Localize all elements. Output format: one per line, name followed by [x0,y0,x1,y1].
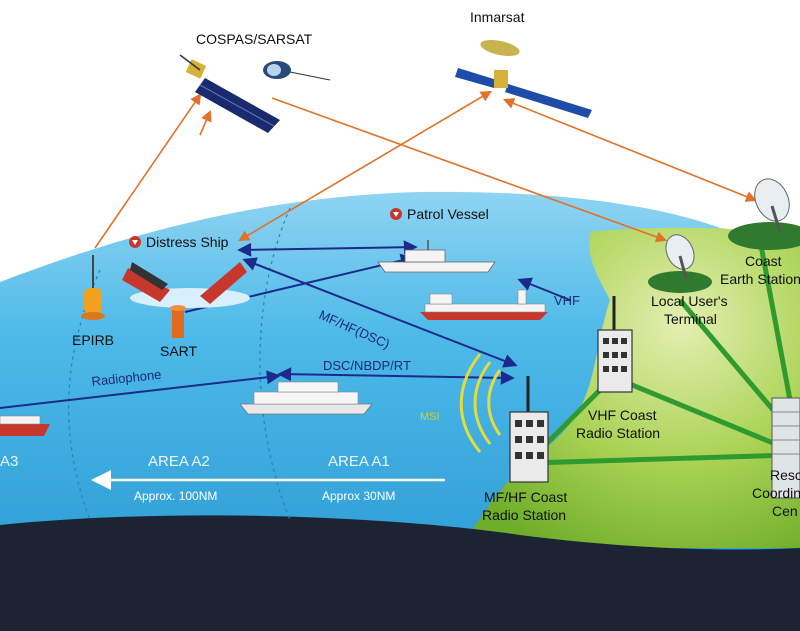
inmarsat-satellite-icon [455,39,592,118]
label-distress-ship: Distress Ship [146,234,229,250]
cargo-ship-icon [420,289,548,320]
vhf-tower-icon [597,296,633,393]
epirb-buoy-icon [81,255,105,320]
sart-icon [170,305,186,338]
dark-bottom-band [0,515,800,631]
label-vhf: VHF [554,293,580,308]
label-area-a2: AREA A2 [148,453,210,470]
warning-icon [129,236,141,248]
label-msi: MSI [420,411,440,423]
label-approx-30nm: Approx 30NM [322,489,395,503]
patrol-vessel-ship-icon [377,240,496,273]
passenger-ship-icon [239,381,373,415]
label-approx-100nm: Approx. 100NM [134,489,217,503]
label-area-a1: AREA A1 [328,453,390,470]
label-local-user-line1: Local User's [651,293,728,309]
mfhf-tower-icon [509,376,549,483]
label-local-user-line2: Terminal [664,311,717,327]
cospas-satellite-icon [179,54,331,133]
local-user-terminal-dish-icon [648,234,712,293]
label-patrol-vessel: Patrol Vessel [407,206,489,222]
rescue-coordination-building-icon [771,397,800,499]
label-vhf-station-line1: VHF Coast [588,407,657,423]
label-vhf-station-line2: Radio Station [576,425,660,441]
distress-ship-icon [122,262,250,308]
label-rcc-line2: Coordin [752,485,800,501]
label-mfhf-station-line1: MF/HF Coast [484,489,567,505]
label-mfhf-station-line2: Radio Station [482,507,566,523]
label-rcc-line3: Cen [772,503,798,519]
label-area-a3: A3 [0,453,18,470]
label-dsc-nbdp-rt: DSC/NBDP/RT [323,358,411,373]
label-coast-earth-line2: Earth Station [720,271,800,287]
label-inmarsat: Inmarsat [470,9,525,25]
label-cospas-sarsat: COSPAS/SARSAT [196,31,313,47]
msi-broadcast-waves [459,353,502,453]
warning-icon [390,208,402,220]
satellite-links [94,90,758,249]
label-coast-earth-line1: Coast [745,253,782,269]
coast-earth-station-dish-icon [728,178,800,250]
label-rcc-line1: Resc [770,467,800,483]
tanker-ship-icon [0,415,50,436]
label-sart: SART [160,343,198,359]
label-radiophone: Radiophone [91,367,162,389]
label-epirb: EPIRB [72,332,114,348]
